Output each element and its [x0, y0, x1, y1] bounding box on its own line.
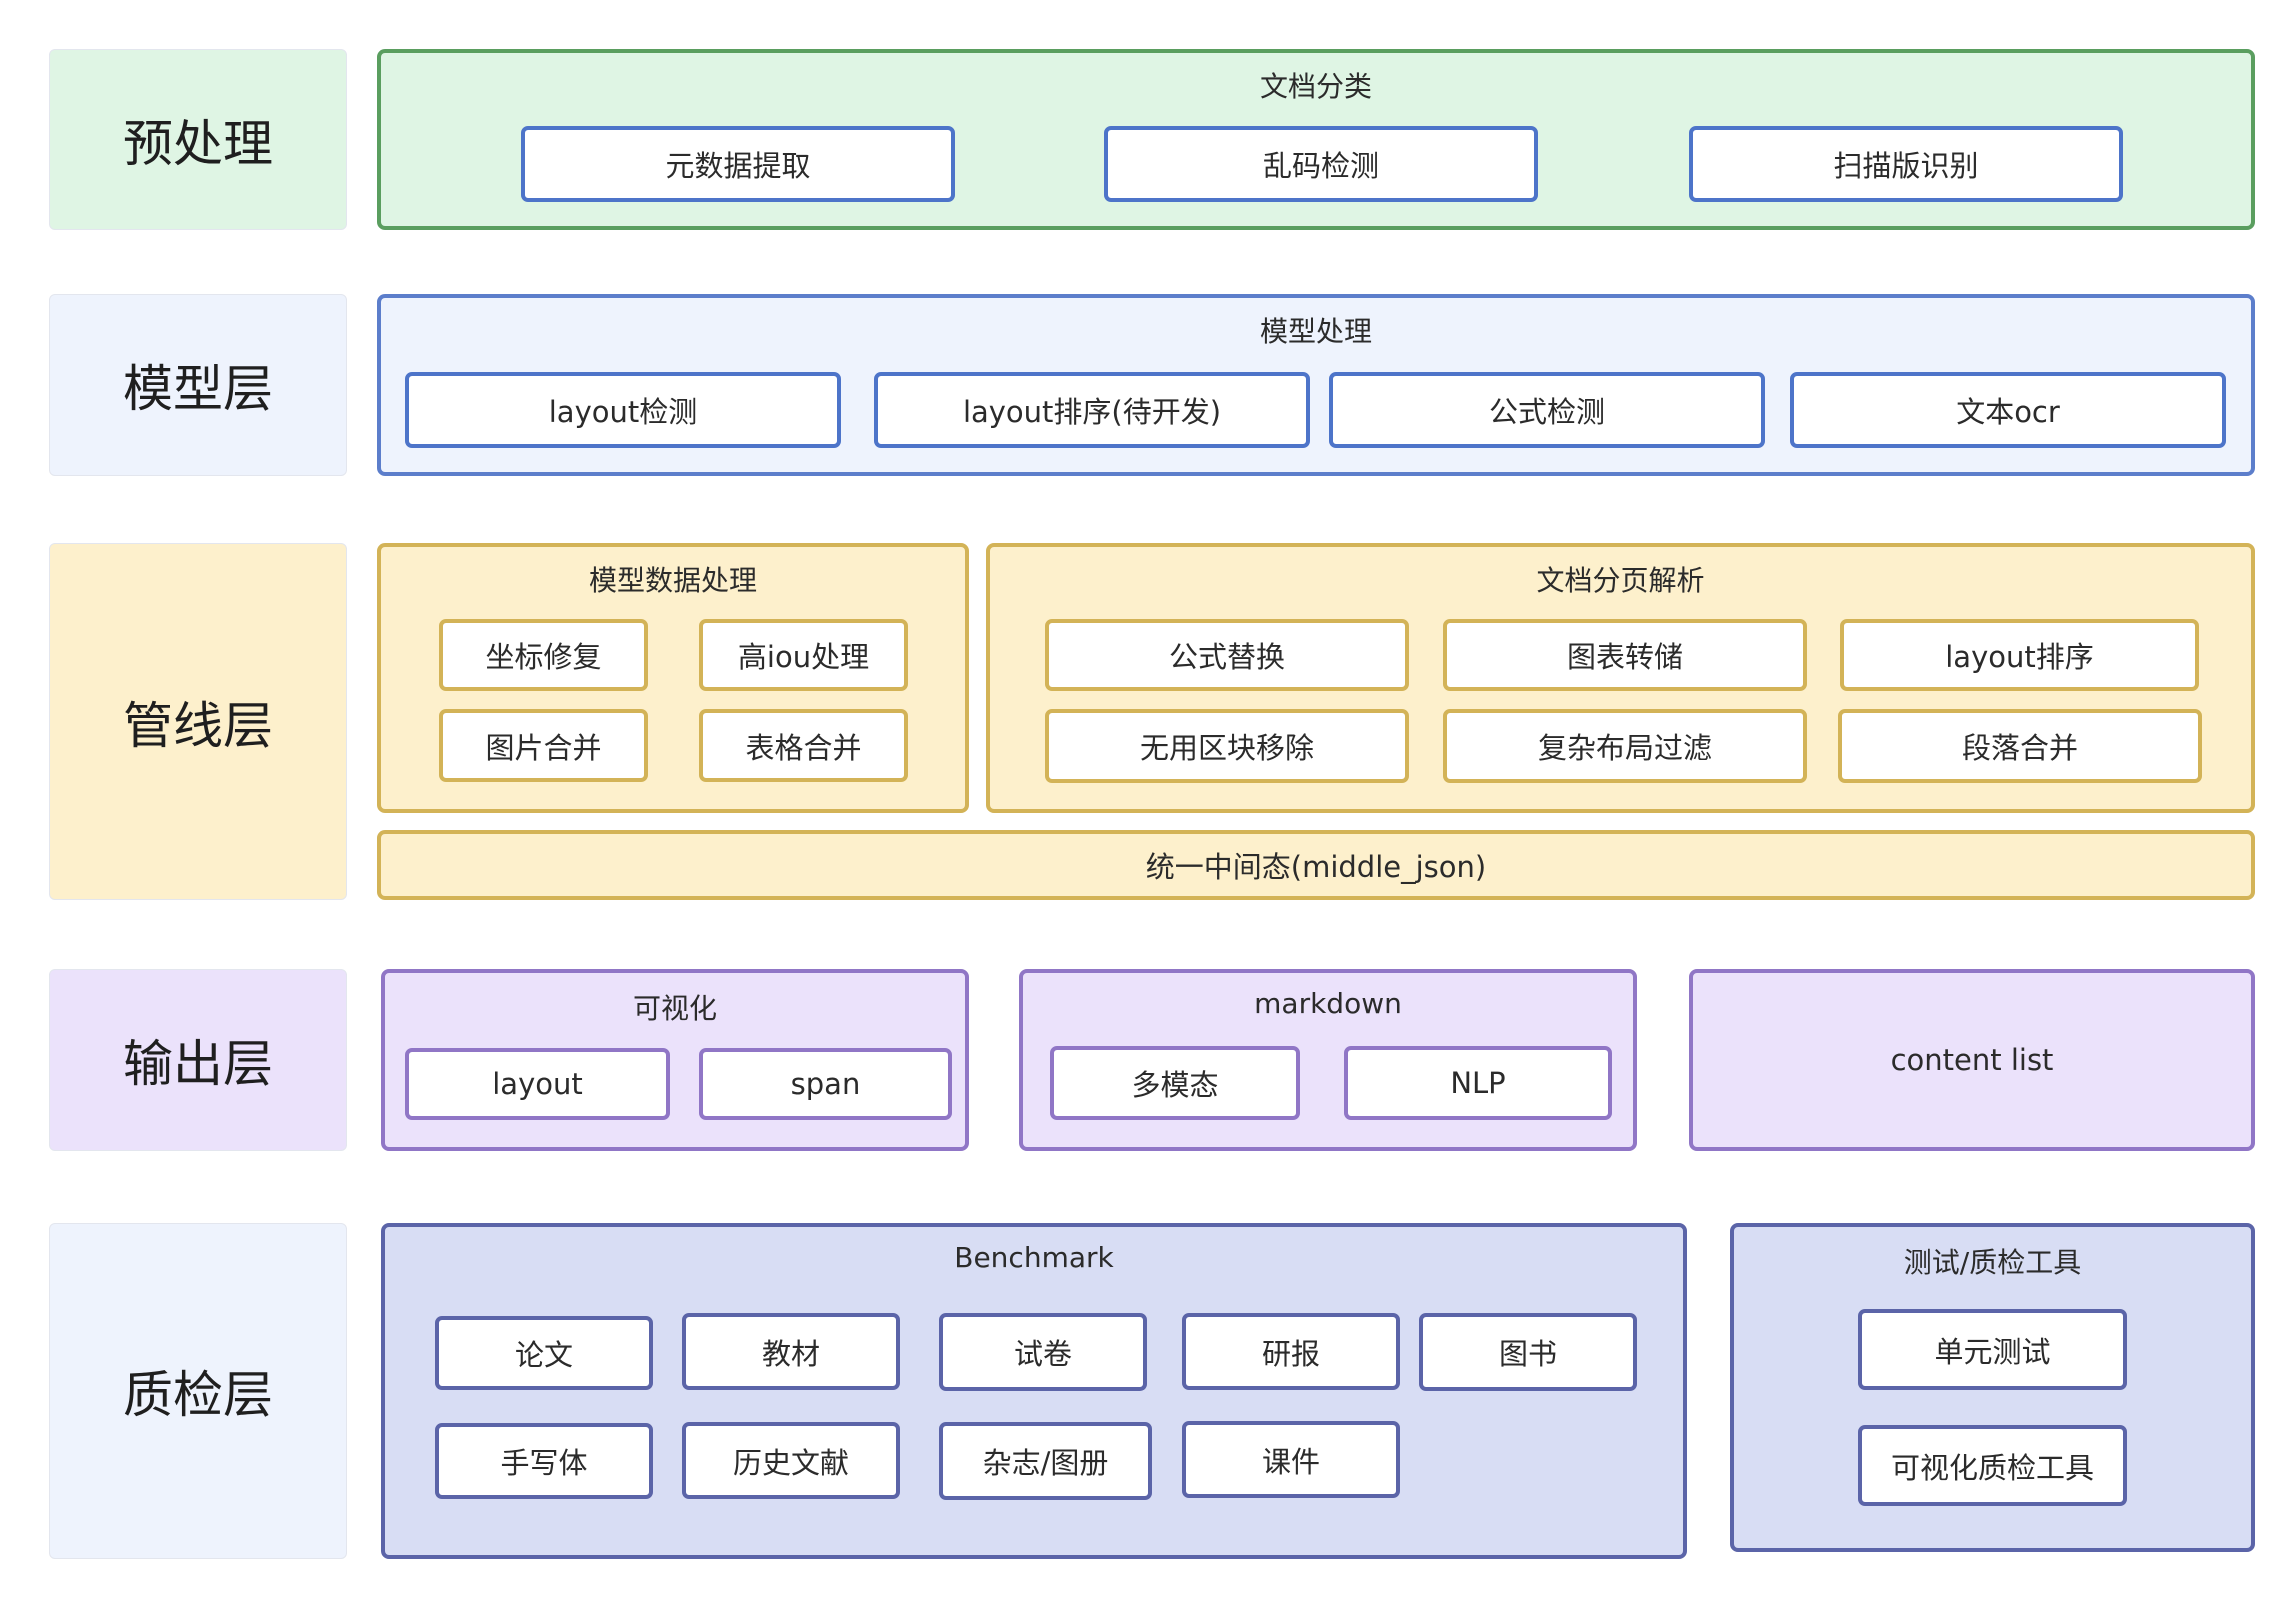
box-benchmark-handwriting: 手写体	[435, 1423, 653, 1499]
box-multimodal: 多模态	[1050, 1046, 1300, 1120]
box-benchmark-textbook: 教材	[682, 1313, 900, 1390]
box-text-ocr: 文本ocr	[1790, 372, 2226, 448]
group-title: 模型处理	[1259, 315, 1372, 348]
group-title: 可视化	[632, 992, 717, 1025]
box-coordinate-fix: 坐标修复	[439, 619, 648, 691]
layer-label-qa: 质检层	[49, 1223, 347, 1559]
box-high-iou: 高iou处理	[699, 619, 908, 691]
layer-label-model: 模型层	[49, 294, 347, 476]
group-title: 测试/质检工具	[1903, 1246, 2082, 1279]
box-image-merge: 图片合并	[439, 709, 648, 782]
group-content-list: content list	[1689, 969, 2255, 1151]
box-metadata-extraction: 元数据提取	[521, 126, 955, 202]
box-benchmark-book: 图书	[1419, 1313, 1637, 1391]
layer-label-output: 输出层	[49, 969, 347, 1151]
group-title: Benchmark	[954, 1241, 1114, 1274]
box-formula-detection: 公式检测	[1329, 372, 1765, 448]
group-title: markdown	[1254, 987, 1402, 1020]
group-title: 文档分页解析	[1536, 564, 1705, 597]
box-layout-output: layout	[405, 1048, 670, 1120]
box-chart-dump: 图表转储	[1443, 619, 1807, 691]
bar-middle-json: 统一中间态(middle_json)	[377, 830, 2255, 900]
box-paragraph-merge: 段落合并	[1838, 709, 2202, 783]
content-list-label: content list	[1890, 1043, 2054, 1077]
box-benchmark-paper: 论文	[435, 1316, 653, 1390]
box-layout-sort: layout排序	[1840, 619, 2199, 691]
box-span-output: span	[699, 1048, 952, 1120]
box-scan-recognition: 扫描版识别	[1689, 126, 2123, 202]
box-benchmark-courseware: 课件	[1182, 1421, 1400, 1498]
group-title: 文档分类	[1259, 70, 1372, 103]
group-benchmark: Benchmark	[381, 1223, 1687, 1559]
group-title: 模型数据处理	[588, 564, 757, 597]
box-benchmark-magazine: 杂志/图册	[939, 1422, 1152, 1500]
box-benchmark-exam: 试卷	[939, 1313, 1147, 1391]
box-benchmark-historical: 历史文献	[682, 1422, 900, 1499]
box-garbled-detection: 乱码检测	[1104, 126, 1538, 202]
box-useless-block-removal: 无用区块移除	[1045, 709, 1409, 783]
box-nlp: NLP	[1344, 1046, 1612, 1120]
box-benchmark-research-report: 研报	[1182, 1313, 1400, 1390]
layer-label-preprocess: 预处理	[49, 49, 347, 230]
box-complex-layout-filter: 复杂布局过滤	[1443, 709, 1807, 783]
box-visual-qa-tool: 可视化质检工具	[1858, 1425, 2127, 1506]
layer-label-pipeline: 管线层	[49, 543, 347, 900]
box-table-merge: 表格合并	[699, 709, 908, 782]
box-formula-replace: 公式替换	[1045, 619, 1409, 691]
box-unit-test: 单元测试	[1858, 1309, 2127, 1390]
box-layout-ordering: layout排序(待开发)	[874, 372, 1310, 448]
box-layout-detection: layout检测	[405, 372, 841, 448]
